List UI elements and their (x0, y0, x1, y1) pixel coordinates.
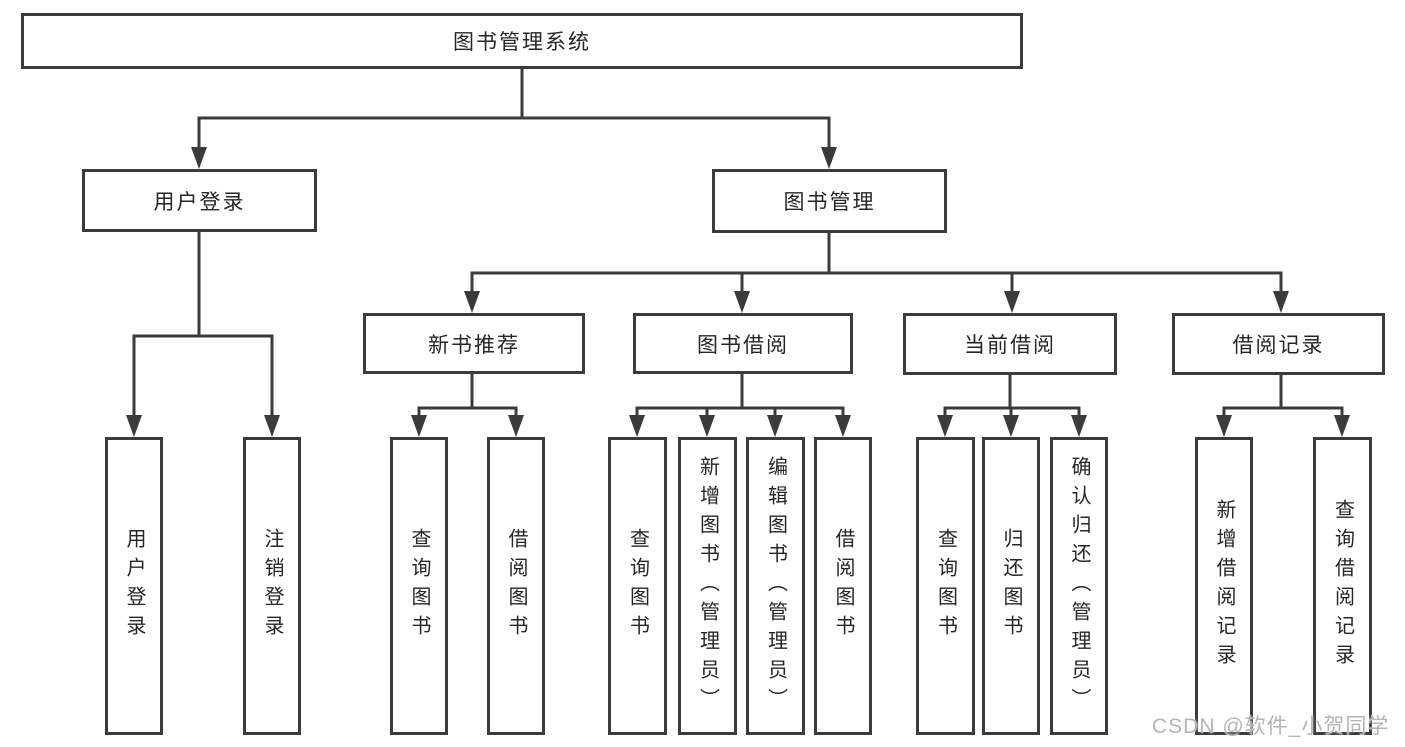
leaf-borrow-books: 借阅图书 (814, 437, 872, 735)
leaf-label: 用户登录 (123, 528, 145, 644)
leaf-label: 查询图书 (934, 528, 957, 644)
leaf-label: 查询图书 (408, 528, 430, 644)
node-borrowing-records: 借阅记录 (1172, 313, 1385, 375)
leaf-label: 借阅图书 (832, 528, 854, 644)
leaf-query-borrow-record: 查询借阅记录 (1313, 437, 1372, 735)
leaf-query-books-current: 查询图书 (916, 437, 975, 735)
arrowheads (126, 147, 1350, 437)
leaf-add-books-admin: 新增图书（管理员） (678, 437, 737, 735)
leaf-label: 注销登录 (261, 528, 283, 644)
leaf-label: 查询借阅记录 (1331, 499, 1354, 673)
leaf-confirm-return-admin: 确认归还（管理员） (1050, 437, 1108, 735)
leaf-query-books-recommend: 查询图书 (390, 437, 448, 735)
node-library-management-system: 图书管理系统 (21, 13, 1023, 69)
leaf-add-borrow-record: 新增借阅记录 (1195, 437, 1253, 735)
leaf-borrow-books-recommend: 借阅图书 (487, 437, 545, 735)
leaf-label: 新增图书（管理员） (696, 455, 719, 717)
leaf-label: 借阅图书 (505, 528, 527, 644)
leaf-query-books-borrowing: 查询图书 (608, 437, 667, 735)
leaf-label: 归还图书 (1000, 528, 1022, 644)
node-current-borrowing: 当前借阅 (903, 313, 1117, 375)
node-new-book-recommendation: 新书推荐 (363, 313, 585, 374)
leaf-user-login: 用户登录 (105, 437, 163, 735)
watermark: CSDN @软件_小贺同学 (1152, 715, 1390, 738)
leaf-edit-books-admin: 编辑图书（管理员） (746, 437, 805, 735)
leaf-label: 确认归还（管理员） (1068, 455, 1090, 717)
leaf-label: 查询图书 (626, 528, 649, 644)
node-user-login: 用户登录 (82, 169, 317, 232)
node-book-management: 图书管理 (712, 169, 947, 233)
leaf-label: 编辑图书（管理员） (764, 455, 787, 717)
leaf-return-books: 归还图书 (982, 437, 1040, 735)
node-book-borrowing: 图书借阅 (633, 313, 853, 374)
leaf-logout: 注销登录 (243, 437, 301, 735)
leaf-label: 新增借阅记录 (1213, 499, 1235, 673)
